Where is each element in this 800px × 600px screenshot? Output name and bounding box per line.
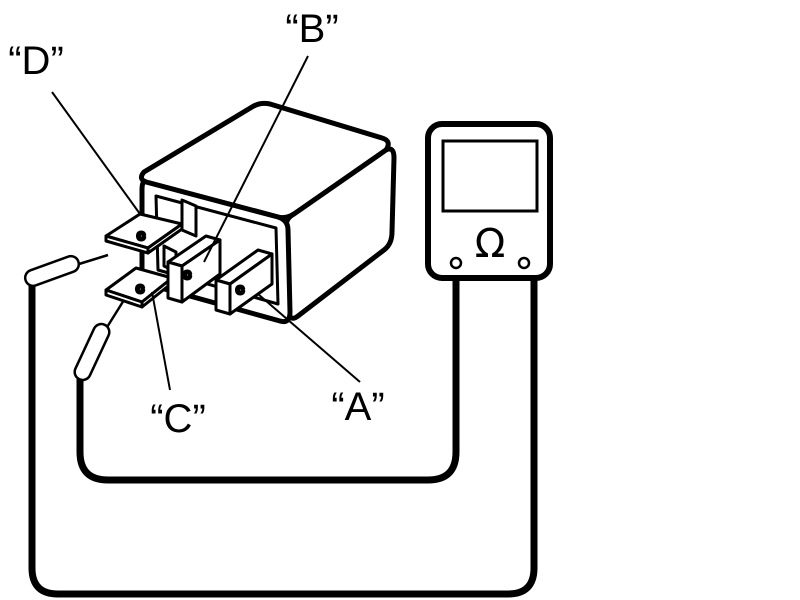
label-a: “A” xyxy=(331,385,384,429)
terminal-labels: “B” “D” “C” “A” xyxy=(8,7,384,441)
inner-test-lead xyxy=(76,274,460,484)
meter-left-jack xyxy=(449,256,463,270)
terminal-b-mark: c xyxy=(183,266,191,283)
probe-left-tip xyxy=(23,254,81,288)
leader-lines xyxy=(51,55,361,391)
relay-terminals: c c c c xyxy=(104,198,274,316)
test-lead-wires xyxy=(28,274,538,598)
leader-b xyxy=(203,55,309,263)
ohmmeter: Ω xyxy=(425,121,553,281)
label-c: “C” xyxy=(150,397,206,441)
ohm-symbol: Ω xyxy=(475,221,506,267)
probe-lower-tip xyxy=(73,322,111,382)
test-probes xyxy=(23,253,126,382)
terminal-d xyxy=(104,198,198,255)
terminal-d-mark: c xyxy=(137,227,145,244)
leader-c xyxy=(151,291,171,391)
leader-a xyxy=(257,293,361,383)
label-b: “B” xyxy=(285,7,338,51)
terminal-a xyxy=(214,248,274,316)
meter-right-jack xyxy=(517,256,531,270)
terminal-b xyxy=(166,234,222,304)
outer-test-lead xyxy=(28,274,538,598)
meter-display xyxy=(441,139,539,213)
leader-d xyxy=(51,91,141,215)
label-d: “D” xyxy=(8,39,64,83)
terminal-a-mark: c xyxy=(236,281,244,298)
terminal-c-mark: c xyxy=(136,280,144,297)
